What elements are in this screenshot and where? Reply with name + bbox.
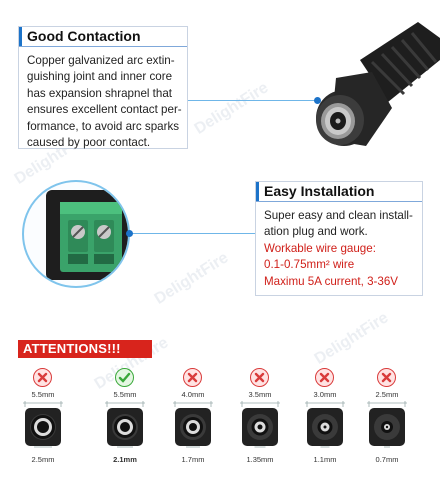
description-line: has expansion shrapnel that [27, 86, 173, 100]
plug-end-icon [305, 401, 345, 449]
good-contaction-panel: Good Contaction Copper galvanized arc ex… [18, 26, 188, 149]
plug-item: 3.0mm 1.1mm [300, 368, 350, 468]
inner-diameter-label: 1.7mm [181, 455, 205, 464]
inner-diameter-label: 1.1mm [313, 455, 337, 464]
description-line: guishing joint and inner core [27, 70, 173, 84]
plug-end-icon [240, 401, 280, 449]
callout-line [188, 100, 318, 101]
terminal-block-drawing [46, 190, 128, 280]
panel-header: Good Contaction [19, 27, 187, 47]
plug-item: 2.5mm 0.7mm [362, 368, 412, 468]
plug-item: 4.0mm 1.7mm [168, 368, 218, 468]
plug-item: 3.5mm 1.35mm [235, 368, 285, 468]
description-line: ensures excellent contact per- [27, 103, 182, 117]
plug-item: 5.5mm 2.5mm [18, 368, 68, 468]
inner-diameter-label: 2.1mm [113, 455, 137, 464]
panel-description: Copper galvanized arc extin- guishing jo… [27, 53, 191, 151]
accent-bar [256, 182, 259, 201]
callout-dot [126, 230, 133, 237]
spec-line: 0.1-0.75mm² wire [264, 258, 355, 272]
terminal-block-image [22, 180, 130, 288]
attentions-banner: ATTENTIONS!!! [18, 340, 152, 358]
plug-end-icon [367, 401, 407, 449]
cross-icon [250, 368, 269, 387]
panel-header: Easy Installation [256, 182, 422, 202]
inner-diameter-label: 2.5mm [31, 455, 55, 464]
outer-diameter-label: 5.5mm [31, 390, 55, 399]
check-icon [115, 368, 134, 387]
outer-diameter-label: 4.0mm [181, 390, 205, 399]
outer-diameter-label: 2.5mm [375, 390, 399, 399]
inner-diameter-label: 0.7mm [375, 455, 399, 464]
cross-icon [33, 368, 52, 387]
accent-bar [19, 27, 22, 46]
watermark: DelightFire [311, 309, 392, 368]
description-line: ation plug and work. [264, 225, 368, 239]
description-line: formance, to avoid arc sparks [27, 119, 180, 133]
inner-diameter-label: 1.35mm [246, 455, 274, 464]
watermark: DelightFire [191, 79, 272, 138]
outer-diameter-label: 5.5mm [113, 390, 137, 399]
description-line: Super easy and clean install- [264, 209, 413, 222]
description-line: Copper galvanized arc extin- [27, 54, 175, 67]
description-line: caused by poor contact. [27, 136, 151, 150]
plug-end-icon [23, 401, 63, 449]
panel-description: Super easy and clean install- ation plug… [264, 208, 426, 290]
attentions-label: ATTENTIONS!!! [23, 341, 121, 356]
dc-jack-image [300, 20, 440, 150]
watermark: DelightFire [151, 249, 232, 308]
cross-icon [183, 368, 202, 387]
plug-end-icon [173, 401, 213, 449]
easy-installation-panel: Easy Installation Super easy and clean i… [255, 181, 423, 296]
callout-dot [314, 97, 321, 104]
plug-item: 5.5mm 2.1mm [100, 368, 150, 468]
callout-line [130, 233, 255, 234]
outer-diameter-label: 3.5mm [248, 390, 272, 399]
dc-jack-drawing [316, 22, 440, 146]
panel-title: Easy Installation [264, 183, 375, 199]
spec-line: Maximu 5A current, 3-36V [264, 274, 399, 288]
spec-line: Workable wire gauge: [264, 241, 376, 255]
outer-diameter-label: 3.0mm [313, 390, 337, 399]
plug-end-icon [105, 401, 145, 449]
cross-icon [377, 368, 396, 387]
panel-title: Good Contaction [27, 28, 141, 44]
cross-icon [315, 368, 334, 387]
